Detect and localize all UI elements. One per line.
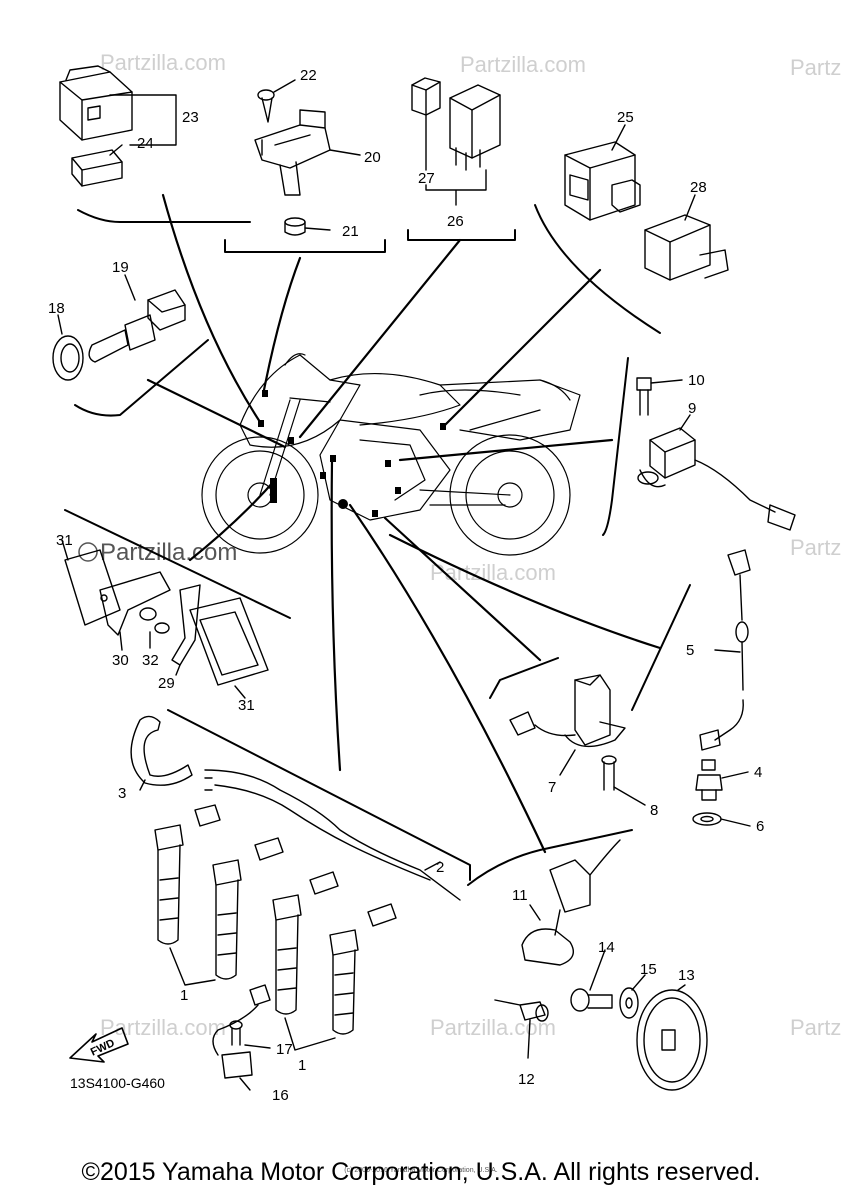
fine-print: (c) 2005-2016 Yamaha Motor Corporation, …: [344, 1167, 498, 1174]
leader-24: [109, 144, 123, 156]
motorcycle-illustration: [201, 353, 581, 556]
bolt-part-10: [636, 377, 683, 416]
callout-labels: 1 1 2 3 4 5 6 7 8 9 10 11 12 13 14 15 16…: [48, 67, 764, 1104]
reflector-part-31-lower: [189, 597, 269, 699]
bolt-part-8: [601, 755, 646, 806]
callout-31: 31: [56, 532, 73, 549]
callout-16: 16: [272, 1087, 289, 1104]
callout-2: 2: [436, 859, 444, 876]
callout-5: 5: [686, 642, 694, 659]
fwd-arrow-icon: [69, 1027, 129, 1063]
leader-26-27: [425, 114, 487, 206]
callout-1: 1: [180, 987, 188, 1004]
sensor-part-4: [695, 759, 749, 801]
watermark-main: Partzilla.com: [100, 539, 237, 566]
watermark: Partzilla.com: [790, 1015, 842, 1040]
sensor-part-19: [88, 274, 186, 363]
gasket-part-18: [52, 314, 84, 381]
callout-25: 25: [617, 109, 634, 126]
watermark: Partzilla.com: [790, 535, 842, 560]
callout-18: 18: [48, 300, 65, 317]
screw-part-22: [257, 79, 296, 123]
copyright-notice: ©2015 Yamaha Motor Corporation, U.S.A. A…: [81, 1158, 761, 1186]
callout-17: 17: [276, 1041, 293, 1058]
watermark-layer: Partzilla.com Partzilla.com Partzilla.co…: [78, 50, 842, 1040]
watermark: Partzilla.com: [100, 1015, 226, 1040]
bolt-part-17: [229, 1020, 271, 1049]
relay-cover-part-24: [71, 149, 123, 187]
callout-31: 31: [238, 697, 255, 714]
grommet-part-21: [284, 217, 331, 236]
callout-6: 6: [756, 818, 764, 835]
callout-7: 7: [548, 779, 556, 796]
callout-20: 20: [364, 149, 381, 166]
sensor-part-7: [509, 674, 626, 776]
leader-23: [109, 94, 177, 146]
clamp-part-3: [130, 715, 193, 791]
washer-part-6: [692, 812, 751, 827]
callout-9: 9: [688, 400, 696, 417]
callout-32: 32: [142, 652, 159, 669]
watermark: Partzilla.com: [460, 52, 586, 77]
sensor-part-11: [521, 839, 621, 966]
location-markers: [258, 390, 446, 517]
reflector-part-31-upper: [61, 539, 121, 626]
washer-part-15: [619, 974, 646, 1019]
relay-part-23: [59, 65, 133, 141]
bracket-part-29: [171, 584, 201, 676]
callout-28: 28: [690, 179, 707, 196]
relay-part-26: [449, 84, 501, 171]
sensor-part-9: [637, 414, 796, 531]
callout-21: 21: [342, 223, 359, 240]
callout-4: 4: [754, 764, 762, 781]
bracket-part-30: [99, 571, 171, 651]
callout-8: 8: [650, 802, 658, 819]
callout-26: 26: [447, 213, 464, 230]
watermark: Partzilla.com: [100, 50, 226, 75]
callout-23: 23: [182, 109, 199, 126]
ecu-part-25: [564, 124, 641, 221]
callout-29: 29: [158, 675, 175, 692]
callout-14: 14: [598, 939, 615, 956]
gear-part-13: [636, 984, 708, 1091]
callout-1: 1: [298, 1057, 306, 1074]
callout-30: 30: [112, 652, 129, 669]
callout-24: 24: [137, 135, 154, 152]
callout-15: 15: [640, 961, 657, 978]
leader-lines: [146, 193, 662, 854]
watermark: Partzilla.com: [430, 1015, 556, 1040]
callout-22: 22: [300, 67, 317, 84]
bolt-part-12: [494, 999, 549, 1059]
callout-11: 11: [512, 887, 528, 904]
sensor-part-20: [254, 109, 331, 196]
callout-13: 13: [678, 967, 695, 984]
ignition-coils-part-1: [154, 824, 359, 1051]
callout-3: 3: [118, 785, 126, 802]
sensor-part-16: [212, 984, 271, 1091]
relay-part-28: [644, 194, 729, 281]
callout-12: 12: [518, 1071, 535, 1088]
leader-20: [329, 149, 361, 156]
catalog-code: 13S4100-G460: [70, 1075, 165, 1091]
callout-10: 10: [688, 372, 705, 389]
connector-part-27: [411, 77, 441, 116]
group-brackets: [64, 204, 691, 886]
callout-19: 19: [112, 259, 129, 276]
bolt-part-14: [570, 949, 613, 1012]
nut-part-32: [139, 607, 170, 649]
callout-27: 27: [418, 170, 435, 187]
watermark: Partzilla.com: [790, 55, 842, 80]
wire-harness-part-2: [194, 769, 461, 927]
sensor-part-5: [699, 549, 751, 751]
